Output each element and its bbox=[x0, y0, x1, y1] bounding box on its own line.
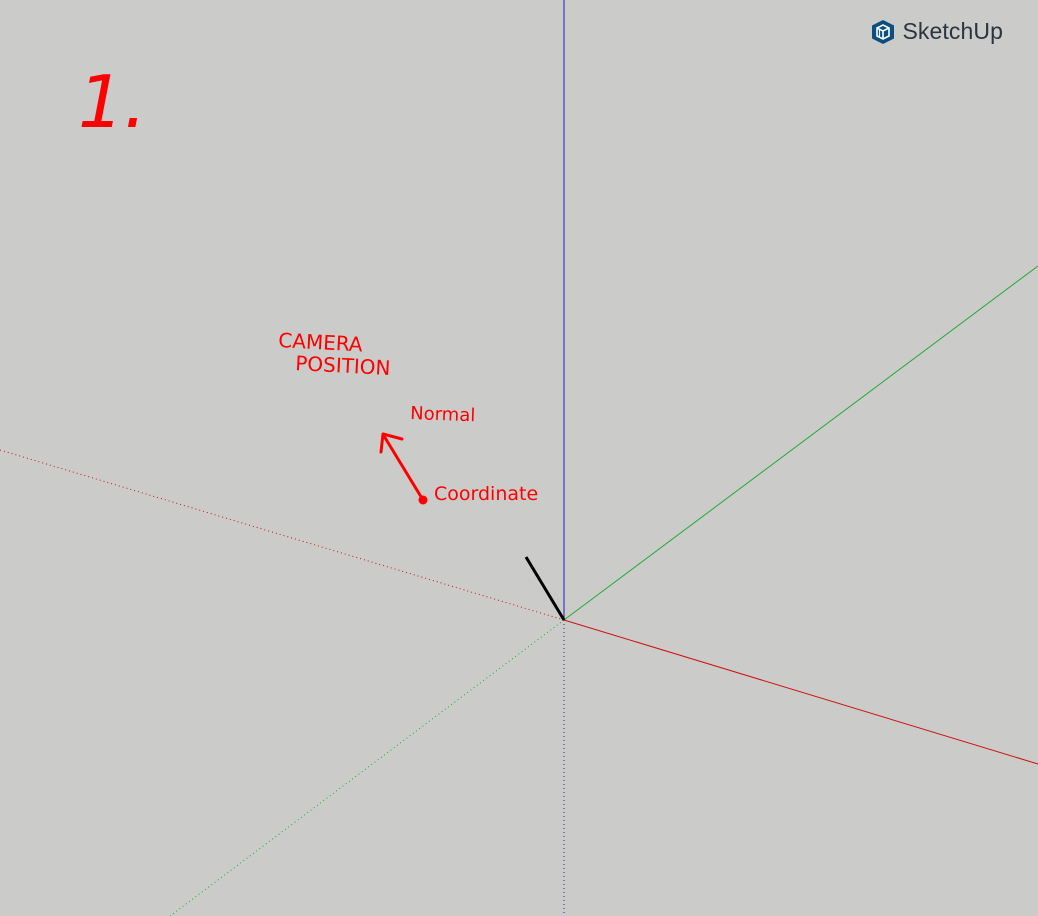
normal-label: Normal bbox=[410, 403, 476, 426]
coordinate-label: Coordinate bbox=[434, 483, 538, 505]
red-axis-negative bbox=[0, 449, 565, 621]
green-axis-negative bbox=[169, 619, 565, 916]
step-number-annotation: 1. bbox=[78, 60, 147, 144]
green-axis-positive bbox=[563, 265, 1038, 621]
normal-arrow-icon bbox=[379, 432, 428, 505]
brand-name: SketchUp bbox=[902, 18, 1003, 44]
sketchup-logo-icon bbox=[872, 19, 895, 44]
camera-label-line2: POSITION bbox=[295, 351, 391, 380]
model-edge[interactable] bbox=[524, 556, 566, 621]
red-axis-positive bbox=[563, 619, 1038, 765]
camera-label-line1: CAMERA bbox=[278, 328, 364, 356]
coordinate-point bbox=[418, 495, 428, 505]
brand-logo: SketchUp bbox=[870, 18, 1003, 45]
